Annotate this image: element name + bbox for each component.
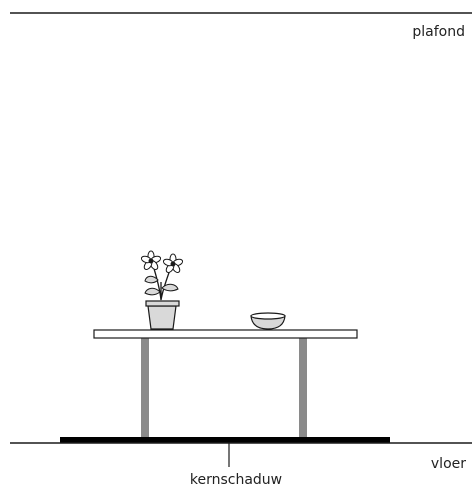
pot-body — [148, 306, 176, 329]
leaf-left — [145, 288, 160, 295]
ceiling-label: plafond — [412, 24, 465, 40]
bowl-rim — [251, 313, 285, 319]
table-leg-left — [141, 338, 149, 440]
umbra-shadow — [60, 437, 390, 443]
flower-right — [163, 254, 184, 274]
bowl — [251, 313, 285, 329]
table-top — [94, 330, 357, 338]
flower-left — [141, 251, 162, 271]
pot-rim — [146, 301, 179, 306]
floor-label: vloer — [431, 456, 466, 472]
flower-pot — [141, 251, 184, 329]
umbra-label: kernschaduw — [190, 472, 282, 488]
table-leg-right — [299, 338, 307, 440]
